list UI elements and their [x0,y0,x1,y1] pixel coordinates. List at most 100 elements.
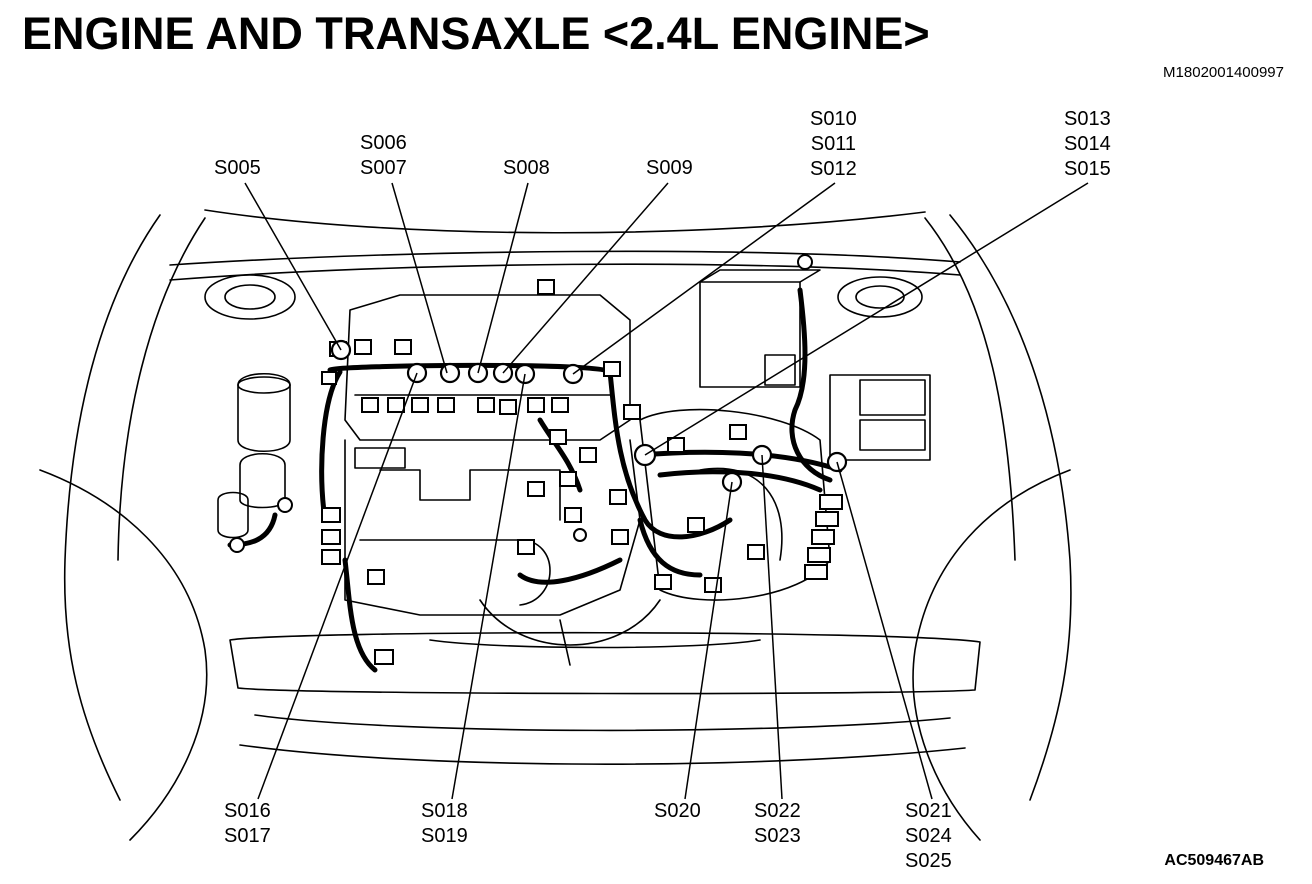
callout-s020: S020 [654,799,701,824]
callout-s010-s012: S010 S011 S012 [810,107,857,182]
callout-label: S005 [214,157,261,179]
connector-icon [321,507,341,523]
callout-s006-s007: S006 S007 [360,131,407,181]
callout-label: S010 [810,108,857,130]
connector-icon [667,437,685,453]
connector-icon [499,399,517,415]
leader-lines [244,182,1089,800]
connector-icon [654,574,672,590]
callout-s018-s019: S018 S019 [421,799,468,849]
left-fender-outline [63,214,161,801]
callout-label: S025 [905,850,952,872]
connector-icon [537,279,555,295]
callout-label: S020 [654,800,701,822]
right-fender-outline [949,214,1072,801]
callout-s022-s023: S022 S023 [754,799,801,849]
callout-s008: S008 [503,156,550,181]
callout-label: S014 [1064,133,1111,155]
engine-block [344,439,641,616]
callout-label: S017 [224,825,271,847]
cowl-line [204,209,926,234]
callout-label: S018 [421,800,468,822]
callout-label: S023 [754,825,801,847]
connector-icon [807,547,831,563]
connector-icon [704,577,722,593]
wiring-harness [227,287,843,673]
connector-icon [551,397,569,413]
connector-icon [411,397,429,413]
right-strut-tower [837,276,923,318]
connector-icon [374,649,394,665]
callout-s016-s017: S016 S017 [224,799,271,849]
connector-icon [729,424,747,440]
leader-s009 [502,182,669,374]
left-headlamp-outline [39,469,208,841]
connector-icon [477,397,495,413]
ground-terminal-icon [797,254,813,270]
callout-label: S008 [503,157,550,179]
connector-icon [321,529,341,545]
connector-icon [623,404,641,420]
connector-icon [549,429,567,445]
callout-label: S021 [905,800,952,822]
connector-icon [579,447,597,463]
callout-label: S009 [646,157,693,179]
callout-label: S013 [1064,108,1111,130]
illustration-code: AC509467AB [1164,852,1264,869]
callout-s009: S009 [646,156,693,181]
right-headlamp-outline [912,469,1071,841]
connectors [229,254,843,665]
connector-icon [815,511,839,527]
connector-icon [437,397,455,413]
connector-icon [747,544,765,560]
leader-s020 [684,481,733,800]
radiator-support [229,631,981,695]
leader-s010-s012 [572,182,836,375]
leader-s013-s015 [644,182,1089,456]
connector-icon [321,371,337,385]
leader-s021-s025 [836,461,933,800]
connector-icon [564,507,582,523]
leader-s018-s019 [451,373,526,800]
callout-s005: S005 [214,156,261,181]
connector-icon [321,549,341,565]
callout-label: S006 [360,132,407,154]
callout-label: S007 [360,157,407,179]
callout-label: S022 [754,800,801,822]
battery-outline [699,281,801,388]
connector-icon [367,569,385,585]
connector-icon [811,529,835,545]
callout-label: S012 [810,158,857,180]
connector-icon [517,539,535,555]
figure-code: M1802001400997 [1163,64,1284,81]
connector-icon [387,397,405,413]
splice-icon [439,362,461,384]
ground-terminal-icon [573,528,587,542]
leader-s005 [244,182,342,351]
leader-s016-s017 [257,372,418,800]
connector-icon [527,481,545,497]
leader-s022-s023 [761,454,783,800]
callout-label: S011 [810,133,856,155]
connector-icon [527,397,545,413]
connector-icon [394,339,412,355]
callout-label: S015 [1064,158,1111,180]
connector-icon [804,564,828,580]
coolant-reservoir [237,372,291,453]
callout-s013-s015: S013 S014 S015 [1064,107,1111,182]
connector-icon [354,339,372,355]
relay-box [829,374,931,461]
connector-icon [687,517,705,533]
callout-label: S019 [421,825,468,847]
callout-label: S024 [905,825,952,847]
connector-icon [609,489,627,505]
callout-s021-s025: S021 S024 S025 [905,799,952,874]
connector-icon [611,529,629,545]
callout-label: S016 [224,800,271,822]
connector-icon [819,494,843,510]
connector-icon [603,361,621,377]
leader-s008 [477,182,529,374]
page-title: ENGINE AND TRANSAXLE <2.4L ENGINE> [22,8,930,59]
ground-terminal-icon [229,537,245,553]
